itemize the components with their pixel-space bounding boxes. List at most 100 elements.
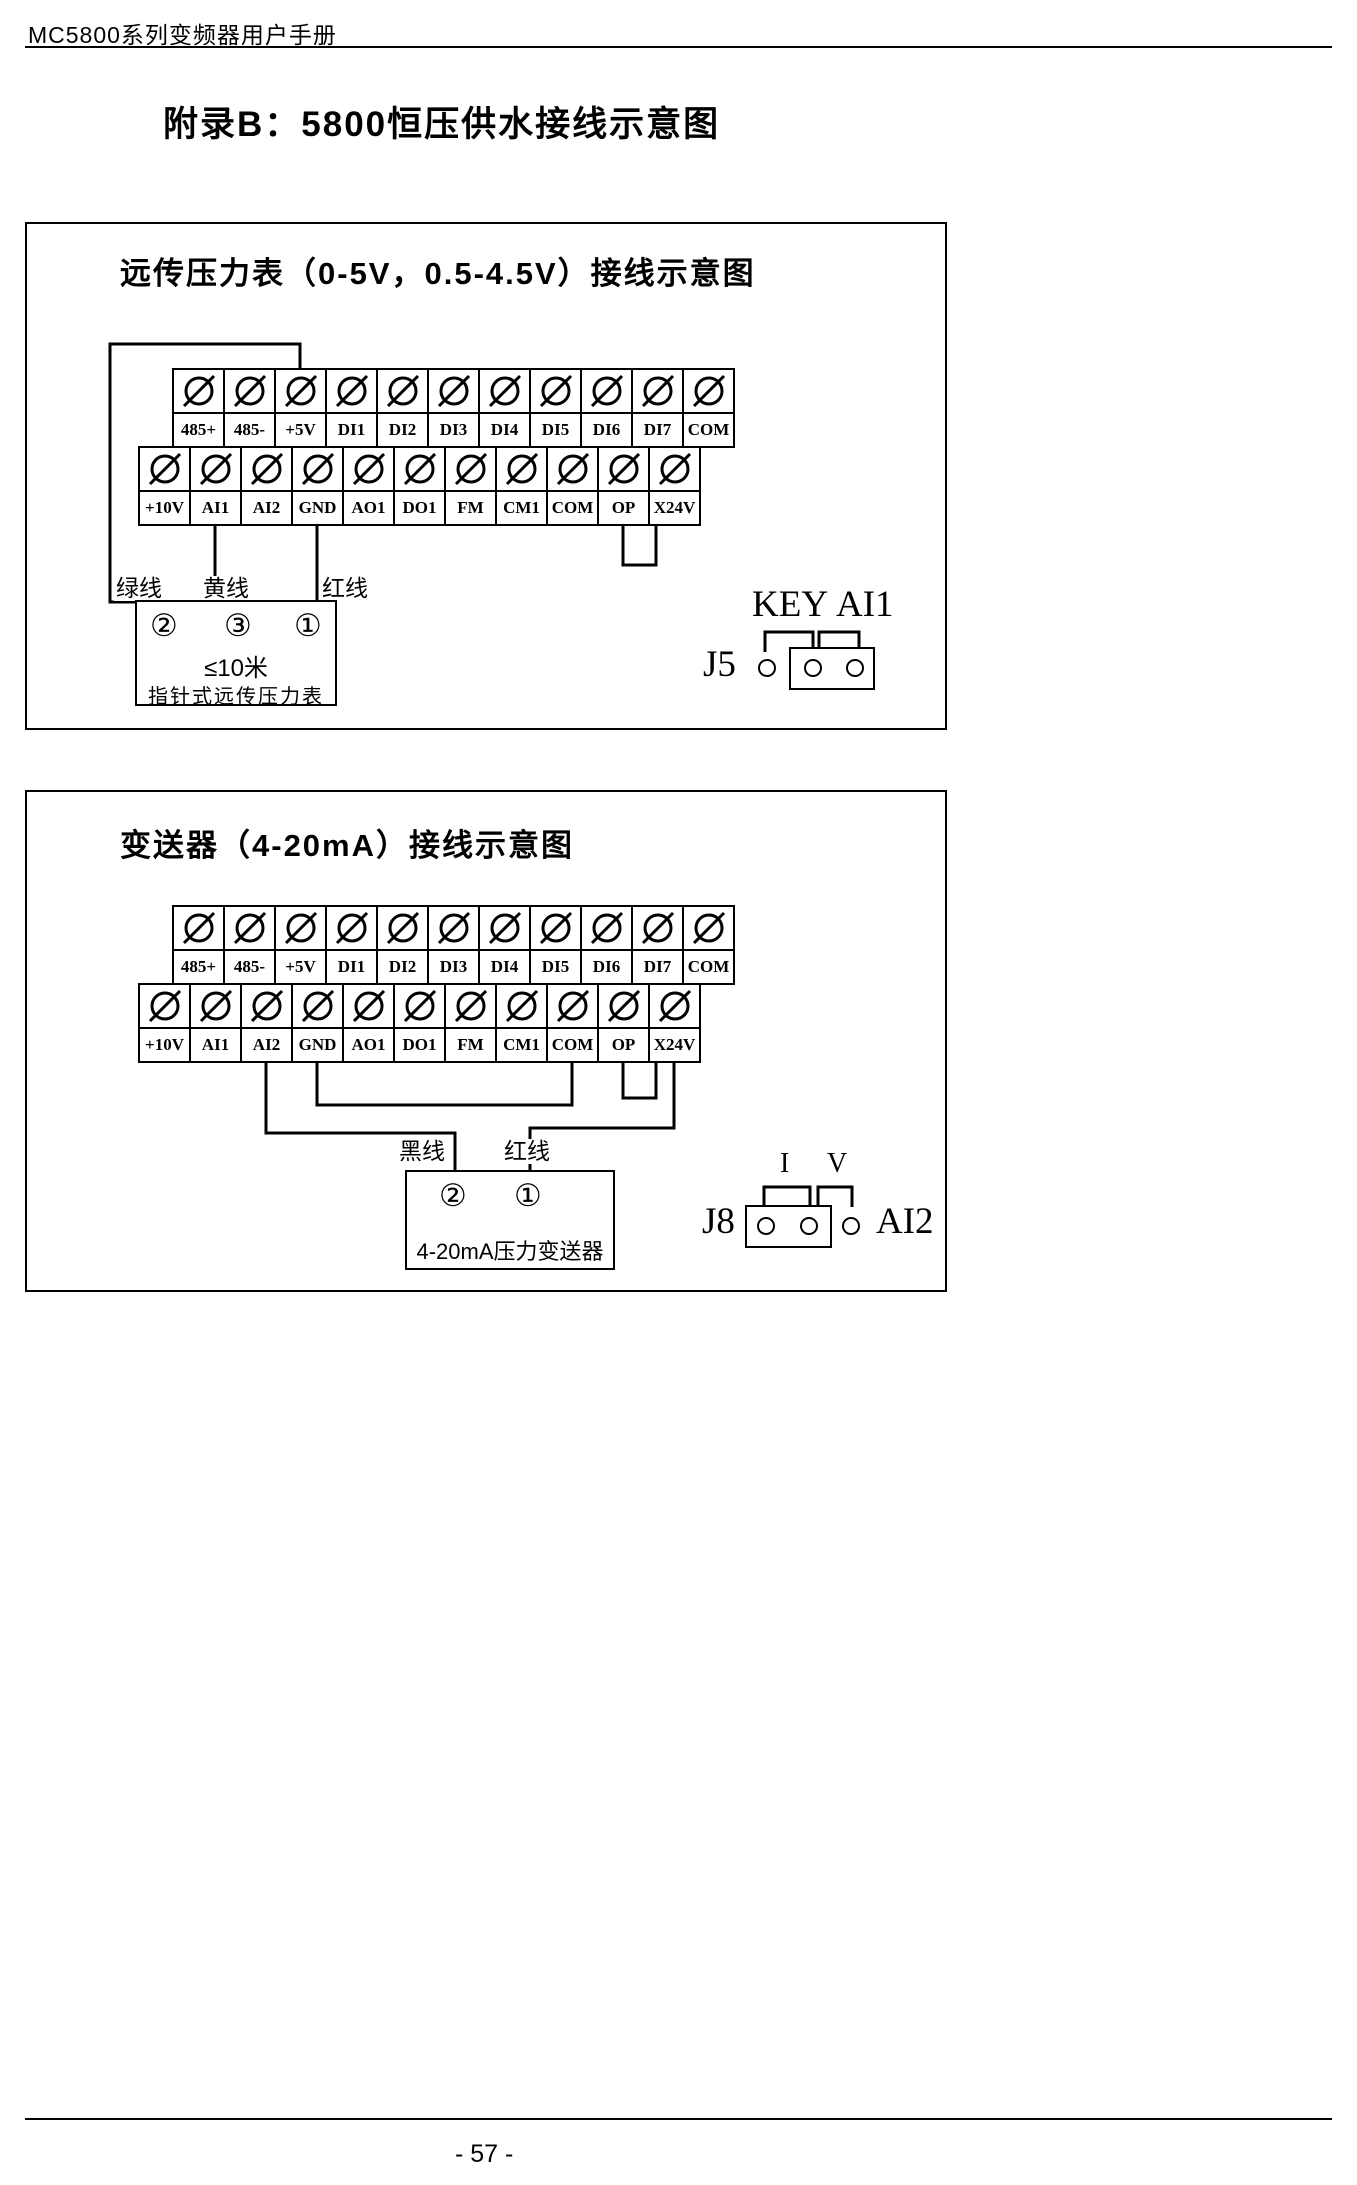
terminal-label: AI2	[240, 490, 293, 526]
screw-row	[172, 368, 735, 414]
terminal-label: OP	[597, 490, 650, 526]
terminal-label-row: +10V AI1 AI2 GND AO1 DO1 FM CM1 COM	[138, 1027, 701, 1063]
screw-icon	[607, 989, 640, 1023]
terminal-label: COM	[546, 1027, 599, 1063]
gauge-pin-2: ②	[150, 608, 178, 643]
j8-pin-2	[800, 1217, 818, 1235]
screw-icon	[250, 452, 283, 486]
terminal-label: FM	[444, 490, 497, 526]
j8-pin-3	[842, 1217, 860, 1235]
terminal-label: FM	[444, 1027, 497, 1063]
terminal-screw-cell	[444, 983, 497, 1029]
terminal-screw-cell	[325, 905, 378, 951]
screw-icon	[437, 911, 470, 945]
j5-label: J5	[703, 644, 736, 685]
appendix-title: 附录B：5800恒压供水接线示意图	[163, 105, 721, 144]
j8-pin-1	[757, 1217, 775, 1235]
screw-icon	[454, 989, 487, 1023]
terminal-label: 485-	[223, 412, 276, 448]
terminal-label-row: 485+ 485- +5V DI1 DI2 DI3 DI4 DI5 DI6	[172, 412, 735, 448]
terminal-label: +10V	[138, 490, 191, 526]
terminal-screw-cell	[580, 368, 633, 414]
screw-icon	[352, 989, 385, 1023]
terminal-screw-cell	[393, 983, 446, 1029]
j8-label: J8	[702, 1201, 735, 1242]
diagram2-terminal-strip-lower: +10V AI1 AI2 GND AO1 DO1 FM CM1 COM	[138, 983, 701, 1063]
j5-jumper-block	[789, 647, 875, 690]
screw-icon	[488, 374, 521, 408]
terminal-label: +5V	[274, 949, 327, 985]
terminal-label: DI6	[580, 949, 633, 985]
terminal-label: AI1	[189, 490, 242, 526]
terminal-screw-cell	[138, 446, 191, 492]
green-wire-label: 绿线	[114, 575, 164, 601]
screw-icon	[454, 452, 487, 486]
voltage-mode-label: V	[827, 1148, 848, 1179]
screw-icon	[556, 989, 589, 1023]
terminal-screw-cell	[495, 983, 548, 1029]
terminal-screw-cell	[342, 446, 395, 492]
terminal-screw-cell	[240, 446, 293, 492]
terminal-label: AI1	[189, 1027, 242, 1063]
j8-jumper-block	[745, 1205, 832, 1248]
screw-icon	[641, 911, 674, 945]
transmitter-box: ② ① 4-20mA压力变送器	[405, 1170, 615, 1270]
screw-icon	[505, 452, 538, 486]
terminal-label: X24V	[648, 490, 701, 526]
terminal-screw-cell	[546, 446, 599, 492]
screw-row	[172, 905, 735, 951]
screw-icon	[692, 374, 725, 408]
terminal-screw-cell	[223, 368, 276, 414]
screw-icon	[335, 911, 368, 945]
terminal-screw-cell	[597, 446, 650, 492]
screw-icon	[403, 452, 436, 486]
terminal-screw-cell	[648, 983, 701, 1029]
j5-pin-1	[758, 659, 776, 677]
terminal-label: DI2	[376, 412, 429, 448]
terminal-label: X24V	[648, 1027, 701, 1063]
terminal-screw-cell	[325, 368, 378, 414]
terminal-label: DI1	[325, 412, 378, 448]
terminal-label: +5V	[274, 412, 327, 448]
terminal-screw-cell	[172, 905, 225, 951]
screw-icon	[233, 911, 266, 945]
terminal-label: 485+	[172, 949, 225, 985]
terminal-screw-cell	[376, 368, 429, 414]
terminal-screw-cell	[189, 446, 242, 492]
transmitter-name: 4-20mA压力变送器	[416, 1239, 604, 1264]
j5-pin-2	[804, 659, 822, 677]
screw-icon	[182, 911, 215, 945]
terminal-screw-cell	[393, 446, 446, 492]
diagram2-title: 变送器（4-20mA）接线示意图	[120, 828, 574, 863]
transmitter-pin-1: ①	[514, 1178, 542, 1213]
terminal-label: CM1	[495, 1027, 548, 1063]
screw-icon	[658, 989, 691, 1023]
terminal-label: DI5	[529, 412, 582, 448]
terminal-screw-cell	[529, 905, 582, 951]
terminal-label: DI2	[376, 949, 429, 985]
screw-icon	[284, 911, 317, 945]
terminal-screw-cell	[597, 983, 650, 1029]
terminal-label: 485+	[172, 412, 225, 448]
terminal-screw-cell	[376, 905, 429, 951]
screw-icon	[692, 911, 725, 945]
terminal-screw-cell	[172, 368, 225, 414]
gauge-pin-1: ①	[294, 608, 322, 643]
terminal-screw-cell	[240, 983, 293, 1029]
terminal-label: CM1	[495, 490, 548, 526]
transmitter-pin-2: ②	[439, 1178, 467, 1213]
screw-icon	[233, 374, 266, 408]
terminal-screw-cell	[444, 446, 497, 492]
screw-icon	[352, 452, 385, 486]
screw-icon	[403, 989, 436, 1023]
terminal-screw-cell	[427, 368, 480, 414]
terminal-label: COM	[682, 412, 735, 448]
terminal-screw-cell	[478, 368, 531, 414]
diagram2-frame	[25, 790, 947, 1292]
terminal-screw-cell	[274, 905, 327, 951]
diagram1-title: 远传压力表（0-5V，0.5-4.5V）接线示意图	[120, 256, 756, 291]
screw-icon	[148, 452, 181, 486]
screw-icon	[148, 989, 181, 1023]
screw-icon	[505, 989, 538, 1023]
